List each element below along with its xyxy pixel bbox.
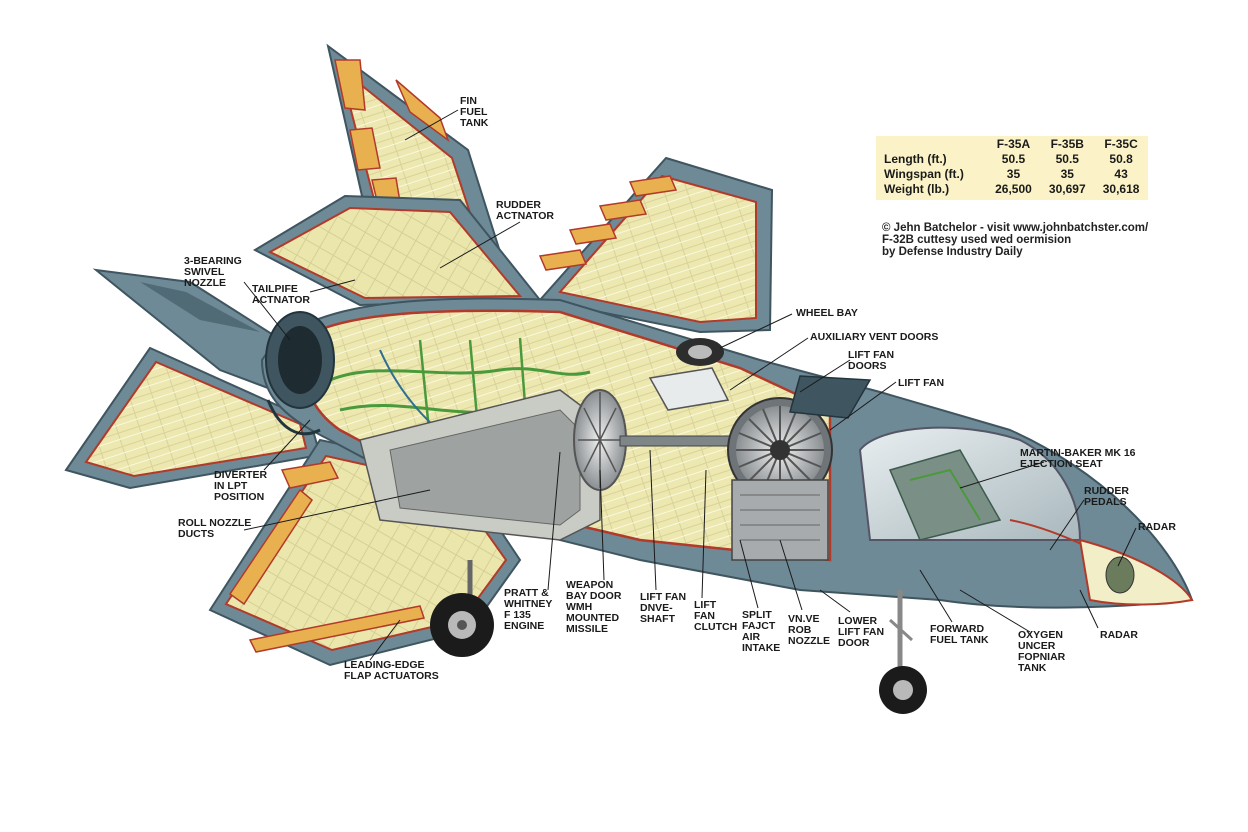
horizontal-stabilizer-lower (64, 346, 322, 490)
label-oxygen-tank: OXYGEN UNCER FOPNIAR TANK (1018, 629, 1066, 674)
label-wheel-bay: WHEEL BAY (796, 307, 858, 319)
label-forward-fuel-tank: FORWARD FUEL TANK (930, 623, 989, 646)
label-rudder-pedals: RUDDER PEDALS (1084, 485, 1129, 508)
spec-header-empty (876, 136, 987, 151)
image-credit: © Jehn Batchelor - visit www.johnbatchst… (882, 222, 1182, 258)
label-3-bearing-swivel-nozzle: 3-BEARING SWIVEL NOZZLE (184, 255, 242, 289)
credit-line-1: © Jehn Batchelor - visit www.johnbatchst… (882, 222, 1149, 234)
lift-fan-doors (648, 338, 872, 419)
lift-fan (727, 397, 833, 561)
spec-cell: 43 (1114, 166, 1128, 181)
label-roll-nozzle-ducts: ROLL NOZZLE DUCTS (178, 517, 252, 540)
spec-cell: 50.5 (1055, 151, 1079, 166)
label-lift-fan-doors: LIFT FAN DOORS (848, 349, 895, 372)
label-radar-lower: RADAR (1100, 629, 1138, 641)
label-auxiliary-vent-doors: AUXILIARY VENT DOORS (810, 331, 939, 343)
spec-cell: 35 (1006, 166, 1021, 181)
label-tailpipe-actuator: TAILPIFE ACTNATOR (252, 283, 310, 306)
spec-header-f35a: F-35A (996, 136, 1031, 151)
label-leading-edge-flap-actuators: LEADING-EDGE FLAP ACTUATORS (344, 659, 439, 682)
spec-row-label: Wingspan (ft.) (884, 166, 964, 181)
spec-header-f35b: F-35B (1050, 136, 1084, 151)
label-rudder-actuator: RUDDER ACTNATOR (496, 199, 554, 222)
spec-cell: 50.8 (1109, 151, 1133, 166)
nose-radome (1078, 538, 1194, 606)
label-lift-fan: LIFT FAN (898, 377, 945, 389)
spec-header-f35c: F-35C (1104, 136, 1138, 151)
spec-table: F-35A F-35B F-35C Length (ft.) 50.5 50.5… (876, 136, 1148, 200)
spec-row-length: Length (ft.) 50.5 50.5 50.8 (876, 151, 1148, 166)
label-lift-fan-clutch: LIFT FAN CLUTCH (694, 599, 738, 633)
label-split-air-intake: SPLIT FAJCT AIR INTAKE (742, 609, 781, 654)
spec-cell: 35 (1060, 166, 1074, 181)
swivel-nozzle (265, 311, 335, 436)
spec-row-label: Length (ft.) (884, 151, 947, 166)
label-pratt-whitney-engine: PRATT & WHITNEY F 135 ENGINE (504, 587, 553, 632)
label-weapon-bay-door: WEAPON BAY DOOR WMH MOUNTED MISSILE (566, 579, 622, 635)
vertical-fin-far (538, 156, 774, 334)
label-diverter: DIVERTER IN LPT POSITION (214, 469, 268, 503)
spec-cell: 50.5 (1001, 151, 1026, 166)
main-landing-gear (430, 560, 494, 657)
spec-cell: 30,618 (1102, 181, 1140, 196)
spec-row-label: Weight (lb.) (884, 181, 950, 196)
label-lift-fan-driveshaft: LIFT FAN DNVE- SHAFT (640, 591, 687, 625)
upper-tailplane (252, 194, 543, 307)
spec-row-weight: Weight (lb.) 26,500 30,697 30,618 (876, 181, 1148, 196)
cockpit (858, 426, 1161, 591)
spec-header-row: F-35A F-35B F-35C (876, 136, 1148, 151)
f135-engine (359, 389, 741, 541)
label-fin-fuel-tank: FIN FUEL TANK (460, 95, 489, 129)
spec-row-wingspan: Wingspan (ft.) 35 35 43 (876, 166, 1148, 181)
leader-lines (243, 109, 1137, 661)
label-roll-nozzle: VN.VE ROB NOZZLE (788, 613, 830, 647)
spec-cell: 26,500 (995, 181, 1032, 196)
label-ejection-seat: MARTIN-BAKER MK 16 EJECTION SEAT (1020, 447, 1136, 470)
label-lower-lift-fan-door: LOWER LIFT FAN DOOR (838, 615, 885, 649)
label-radar-upper: RADAR (1138, 521, 1176, 533)
nose-landing-gear (879, 590, 927, 714)
spec-cell: 30,697 (1048, 181, 1086, 196)
credit-line-3: by Defense Industry Daily (882, 246, 1023, 258)
spec-table-grid: F-35A F-35B F-35C Length (ft.) 50.5 50.5… (876, 136, 1148, 196)
credit-line-2: F-32B cuttesy used wed oermision (882, 234, 1072, 246)
